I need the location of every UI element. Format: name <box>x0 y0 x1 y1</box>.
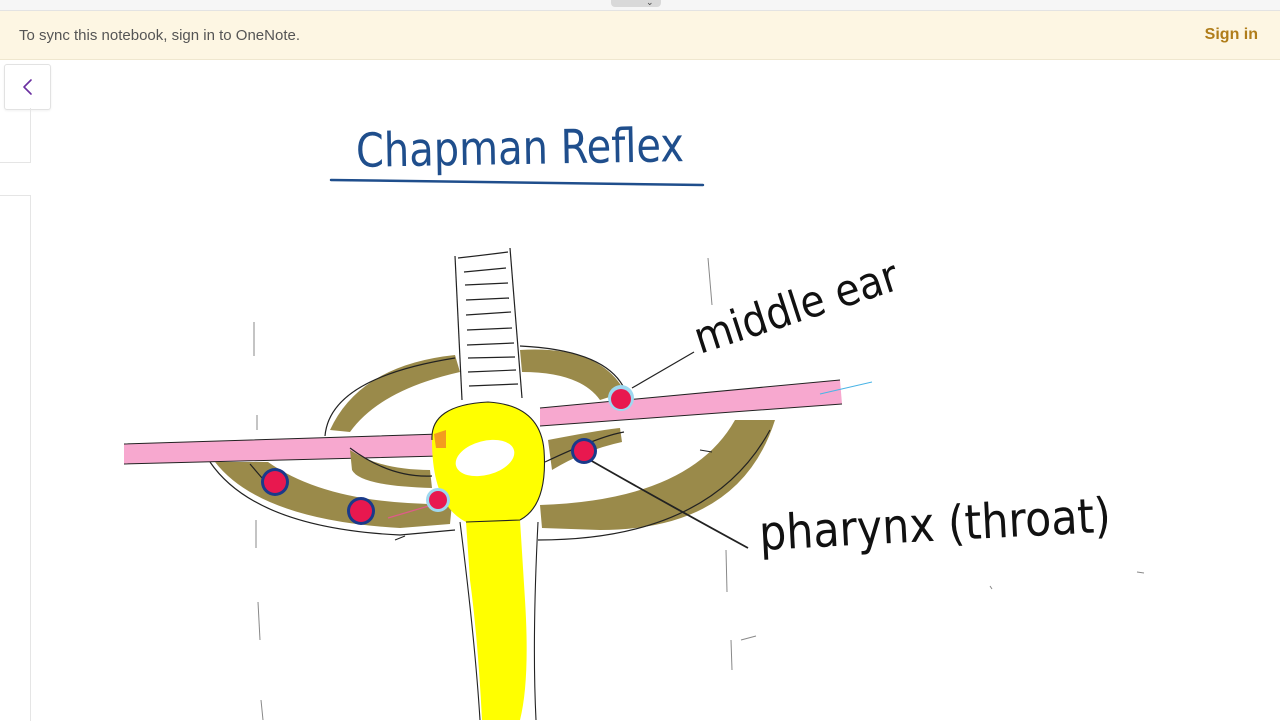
sign-in-link[interactable]: Sign in <box>1204 26 1258 43</box>
lower-ring-left <box>209 447 456 541</box>
page-pane-edge <box>0 195 31 721</box>
sync-message: To sync this notebook, sign in to OneNot… <box>19 27 300 44</box>
label-pharynx: pharynx (throat) <box>758 488 1112 562</box>
reflex-point-left-outer <box>261 468 289 496</box>
sync-banner: To sync this notebook, sign in to OneNot… <box>0 11 1280 60</box>
section-pane-edge <box>0 108 31 163</box>
upper-ring <box>324 345 625 437</box>
title-underline <box>329 178 705 187</box>
note-title: Chapman Reflex <box>356 118 685 179</box>
reflex-point-middle-ear <box>608 385 634 411</box>
reflex-point-left-inner <box>347 497 375 525</box>
back-button[interactable] <box>4 64 51 110</box>
yellow-structure <box>431 401 546 720</box>
label-middle-ear: middle ear <box>688 250 906 364</box>
drag-handle[interactable] <box>611 0 661 7</box>
chevron-down-icon[interactable]: ⌄ <box>646 0 654 7</box>
reflex-point-pharynx <box>571 438 597 464</box>
spine-ladder <box>454 247 523 401</box>
window-top-strip: ⌄ <box>0 0 1280 11</box>
lower-ring-right <box>537 420 775 541</box>
reflex-point-center <box>426 488 450 512</box>
reflex-points <box>261 385 634 525</box>
chevron-left-icon <box>22 79 32 95</box>
guide-strokes <box>253 257 1145 720</box>
label-connectors <box>249 351 749 549</box>
